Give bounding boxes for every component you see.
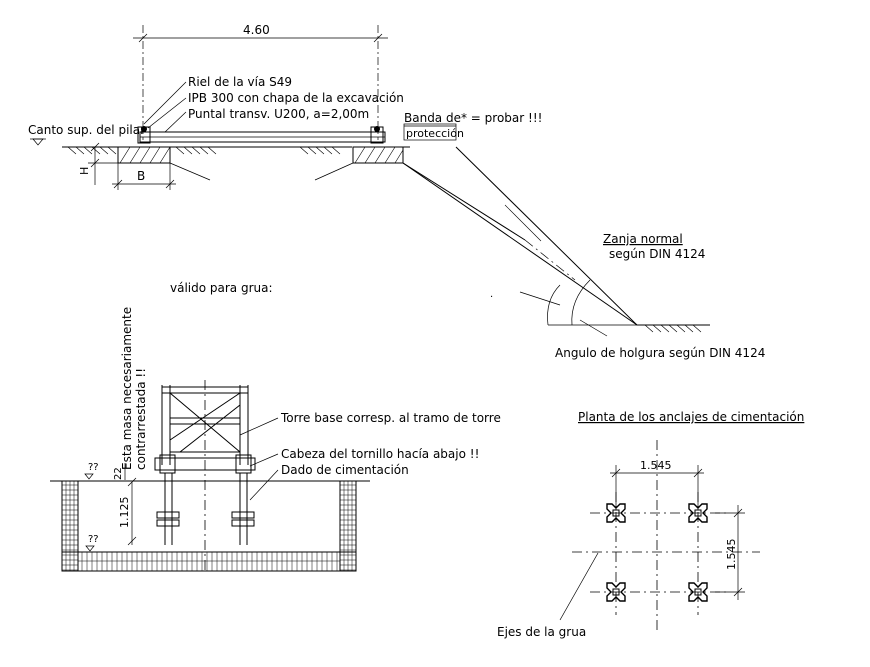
excavation-grid: [62, 481, 356, 571]
dado-label: Dado de cimentación: [281, 463, 409, 477]
anchor-symbol: [688, 582, 708, 602]
angulo-label: Angulo de holgura según DIN 4124: [555, 346, 765, 360]
h-label: H: [78, 167, 91, 175]
q2: ??: [88, 534, 99, 545]
zanja-sub: según DIN 4124: [609, 247, 705, 261]
banda-label: Banda de* = probar !!!: [404, 111, 542, 125]
zanja-title: Zanja normal: [603, 232, 683, 246]
anchor-right: [231, 473, 255, 545]
canto-label: Canto sup. del pilar: [28, 123, 145, 137]
masa-line1: Esta masa necesariamente: [120, 307, 134, 470]
anchor-plan: Planta de los anclajes de cimentación 1.…: [497, 410, 804, 639]
anchor-dim-y: 1.545: [725, 539, 738, 571]
dot: ·: [490, 292, 493, 303]
valido-label: válido para grua:: [170, 281, 273, 295]
anchor-left: [156, 473, 180, 545]
torre-label: Torre base corresp. al tramo de torre: [280, 411, 501, 425]
depth-dim: 1.125: [118, 497, 131, 529]
ejes-label: Ejes de la grua: [497, 625, 586, 639]
proteccion-label: protección: [406, 127, 464, 140]
anchor-symbol: [606, 503, 626, 523]
cabeza-label: Cabeza del tornillo hacía abajo !!: [281, 447, 479, 461]
anchor-symbol: [606, 582, 626, 602]
planta-title: Planta de los anclajes de cimentación: [578, 410, 804, 424]
ground-hatch-left: [67, 146, 341, 155]
b-label: B: [137, 169, 145, 183]
q1: ??: [88, 462, 99, 473]
top-dimension: 4.60: [243, 23, 270, 37]
ipb-label: IPB 300 con chapa de la excavación: [188, 91, 404, 105]
anchor-group: [606, 503, 708, 602]
anchor-dim-x: 1.545: [640, 459, 672, 472]
masa-line2: contrarrestada !!: [134, 368, 148, 470]
rail-label: Riel de la vía S49: [188, 75, 292, 89]
rail-beam-section: 4.60 H B: [28, 23, 765, 360]
crane-base-section: válido para grua: Esta masa necesariamen…: [50, 281, 501, 572]
small-dim: 22: [113, 467, 124, 480]
puntal-label: Puntal transv. U200, a=2,00m: [188, 107, 369, 121]
anchor-symbol: [688, 503, 708, 523]
